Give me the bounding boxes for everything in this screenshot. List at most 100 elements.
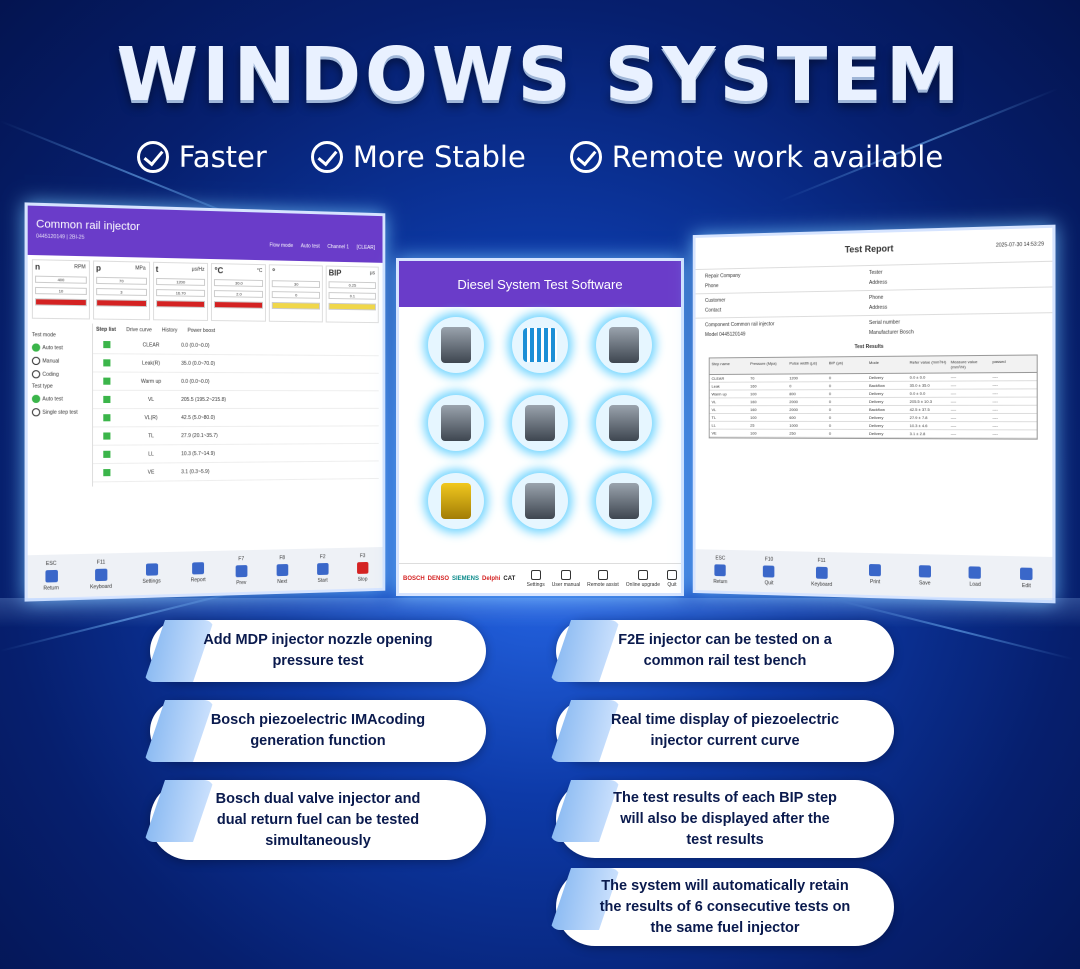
feature-pill: The test results of each BIP step will a… <box>556 780 894 858</box>
step-check-icon <box>103 359 111 367</box>
gauge-value[interactable]: 400 <box>35 275 87 284</box>
remote-assist-icon <box>597 569 608 580</box>
table-cell: ---- <box>992 431 998 437</box>
step-row[interactable]: VL(R)42.5 (5.0~80.0) <box>93 408 379 428</box>
radio-auto-test[interactable]: Auto test <box>31 343 92 352</box>
tab-power-boost[interactable]: Power boost <box>187 327 216 335</box>
tab-step-list[interactable]: Step list <box>96 326 117 334</box>
common-rail-injector-tile[interactable] <box>428 317 484 373</box>
radio-manual[interactable]: Manual <box>31 356 92 366</box>
table-cell: ---- <box>950 374 957 380</box>
gauge-value[interactable]: 3 <box>95 288 147 296</box>
gauge-indicator <box>155 300 206 308</box>
toolbar-button-report[interactable]: Report <box>191 561 206 583</box>
injector-set-tile[interactable] <box>428 395 484 451</box>
home-button-remote-assist[interactable]: Remote assist <box>587 569 619 588</box>
gauge-value[interactable]: 30 <box>272 280 321 288</box>
pump-tile[interactable] <box>512 395 568 451</box>
table-cell: 0.0 ± 0.0 <box>909 390 926 396</box>
injector-tile[interactable] <box>596 317 652 373</box>
heui-pump-tile[interactable] <box>596 473 652 529</box>
return-icon <box>714 564 727 577</box>
radio-type-single[interactable]: Single step test <box>31 408 92 417</box>
home-button-quit[interactable]: Quit <box>667 569 677 588</box>
start-icon <box>316 562 329 576</box>
gauge-value[interactable]: 70 <box>95 276 147 285</box>
gauge-value[interactable]: 0.1 <box>328 292 376 300</box>
home-button-online-upgrade[interactable]: Online upgrade <box>626 569 660 588</box>
home-button-label: Settings <box>526 581 545 588</box>
table-cell: 205.5 ± 10.3 <box>909 398 932 404</box>
table-cell: 2000 <box>789 407 798 413</box>
injection-pump-tile[interactable] <box>512 473 568 529</box>
gauge-value[interactable]: 0 <box>272 291 321 299</box>
tab-drive-curve[interactable]: Drive curve <box>126 327 152 334</box>
radio-label: Manual <box>42 358 60 365</box>
pill-text: Bosch piezoelectric IMAcoding generation… <box>210 712 426 749</box>
report-field: Repair Company <box>704 272 741 280</box>
table-cell: 800 <box>789 391 796 397</box>
gauge-indicator <box>35 298 87 307</box>
feature-item: Remote work available <box>569 140 944 174</box>
table-cell: 0 <box>828 430 832 436</box>
table-cell: Warm up <box>711 391 727 397</box>
injector-test-screen: Common rail injector 0445120149 | 2BI-25… <box>24 202 386 602</box>
table-cell: VL <box>711 407 717 413</box>
step-value: 3.1 (0.3~5.9) <box>181 468 210 475</box>
table-cell: 0.0 ± 0.0 <box>909 374 926 380</box>
report-field: Phone <box>704 283 719 290</box>
step-row[interactable]: Leak(R)35.0 (0.0~70.0) <box>93 354 379 374</box>
tab-history[interactable]: History <box>161 327 178 334</box>
feature-item: Faster <box>136 140 267 174</box>
step-name: VL(R) <box>144 414 158 421</box>
injector-icon <box>441 327 471 363</box>
gauge-value[interactable]: 10 <box>35 286 87 295</box>
gauge-value[interactable]: 16.70 <box>155 289 206 297</box>
toolbar-button-settings[interactable]: Settings <box>142 562 161 584</box>
home-button-user-manual[interactable]: User manual <box>552 569 580 588</box>
toolbar-button-save[interactable]: Save <box>918 564 931 586</box>
radio-label: Single step test <box>42 409 78 416</box>
home-button-settings[interactable]: Settings <box>526 569 545 588</box>
gauge-unit: RPM <box>74 264 86 271</box>
column-header: BIP (μs) <box>828 360 844 366</box>
table-cell: ---- <box>992 390 998 396</box>
edit-icon <box>1020 567 1033 580</box>
table-cell: VE <box>711 430 717 436</box>
toolbar-button-edit[interactable]: Edit <box>1020 567 1033 589</box>
table-cell: 100 <box>750 414 757 420</box>
gauge-value[interactable]: 0.25 <box>328 281 376 290</box>
user-manual-icon <box>560 569 571 580</box>
unit-pump-tile[interactable] <box>596 395 652 451</box>
table-cell: 160 <box>750 383 757 389</box>
toolbar-button-print[interactable]: Print <box>869 563 882 585</box>
radio-coding[interactable]: Coding <box>31 370 92 379</box>
feature-label: Remote work available <box>611 140 944 174</box>
toolbar-button-load[interactable]: Load <box>969 565 982 588</box>
gauge-value[interactable]: 30.0 <box>214 279 264 287</box>
gauge-value[interactable]: 1200 <box>155 277 206 286</box>
qr-code-tile[interactable] <box>512 317 568 373</box>
gauge-value[interactable]: 2.0 <box>214 290 264 298</box>
cat-injector-tile[interactable] <box>428 473 484 529</box>
radio-type-auto[interactable]: Auto test <box>31 394 92 404</box>
